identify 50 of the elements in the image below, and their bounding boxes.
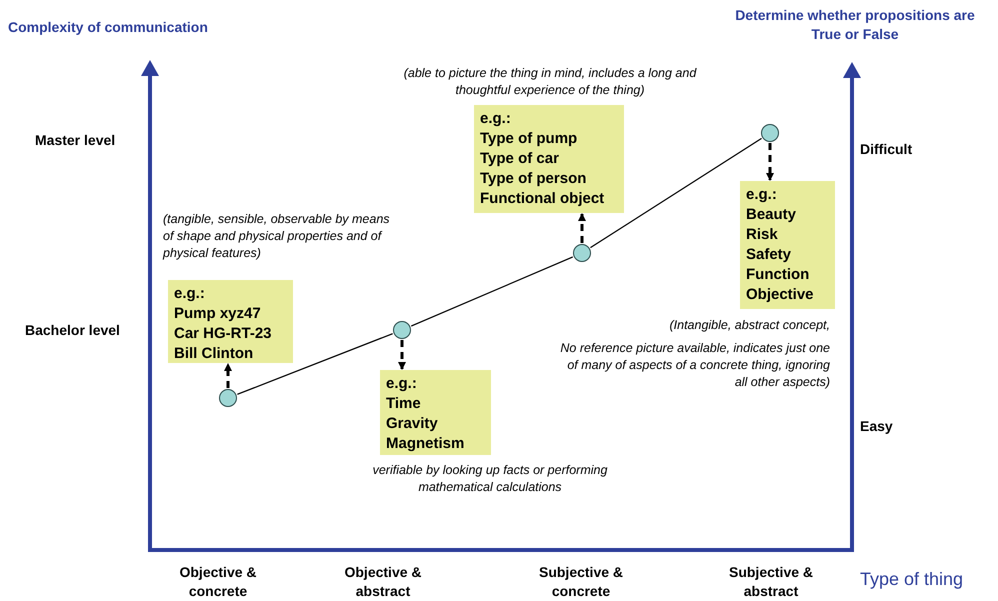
level-label: Master level — [35, 131, 116, 150]
note-text: (able to picture the thing in mind, includes a long and thoughtful experience of the thing) — [402, 65, 698, 99]
level-label: Difficult — [860, 140, 914, 159]
example-item: Functional object — [480, 189, 604, 209]
example-item: Type of pump — [480, 129, 578, 149]
example-heading: e.g.: — [746, 185, 777, 205]
example-item: Risk — [746, 225, 778, 245]
example-heading: e.g.: — [480, 109, 511, 129]
example-item: Car HG-RT-23 — [174, 324, 272, 344]
example-box — [474, 105, 624, 213]
note-text: verifiable by looking up facts or performing mathematical calculations — [372, 462, 608, 496]
axis-title: Type of thing — [860, 568, 964, 591]
note-text: No reference picture available, indicates just one of many of aspects of a concrete thing, ignoring all other aspects) — [559, 340, 830, 391]
level-label: Bachelor level — [25, 321, 121, 340]
connector-line — [237, 333, 393, 395]
dashed-arrow — [224, 363, 232, 388]
example-item: Type of person — [480, 169, 586, 189]
axis-title: Determine whether propositions are True or False — [734, 6, 976, 44]
level-label: Easy — [860, 417, 894, 436]
dashed-arrow — [578, 213, 586, 243]
category-label: Subjective & concrete — [538, 563, 624, 601]
point-marker — [393, 321, 411, 339]
category-label: Objective & concrete — [178, 563, 258, 601]
example-item: Safety — [746, 245, 792, 265]
connector-line — [590, 138, 762, 248]
connector-line — [410, 256, 574, 327]
example-box — [380, 370, 491, 455]
point-marker — [761, 124, 779, 142]
example-item: Gravity — [386, 414, 438, 434]
example-item: Time — [386, 394, 421, 414]
point-marker — [219, 389, 237, 407]
point-marker — [573, 244, 591, 262]
example-heading: e.g.: — [174, 284, 205, 304]
example-item: Magnetism — [386, 434, 464, 454]
example-item: Pump xyz47 — [174, 304, 261, 324]
note-text: (Intangible, abstract concept, — [668, 317, 830, 334]
category-label: Objective & abstract — [343, 563, 423, 601]
dashed-arrow — [766, 143, 774, 181]
axis-title: Complexity of communication — [8, 18, 209, 37]
example-heading: e.g.: — [386, 374, 417, 394]
example-item: Type of car — [480, 149, 559, 169]
example-item: Function — [746, 265, 810, 285]
example-box — [740, 181, 835, 309]
category-label: Subjective & abstract — [728, 563, 814, 601]
dashed-arrow — [398, 340, 406, 370]
note-text: (tangible, sensible, observable by means of shape and physical properties and of physical features) — [163, 211, 391, 262]
example-item: Bill Clinton — [174, 344, 254, 364]
example-item: Objective — [746, 285, 814, 305]
example-item: Beauty — [746, 205, 796, 225]
example-box — [168, 280, 293, 363]
